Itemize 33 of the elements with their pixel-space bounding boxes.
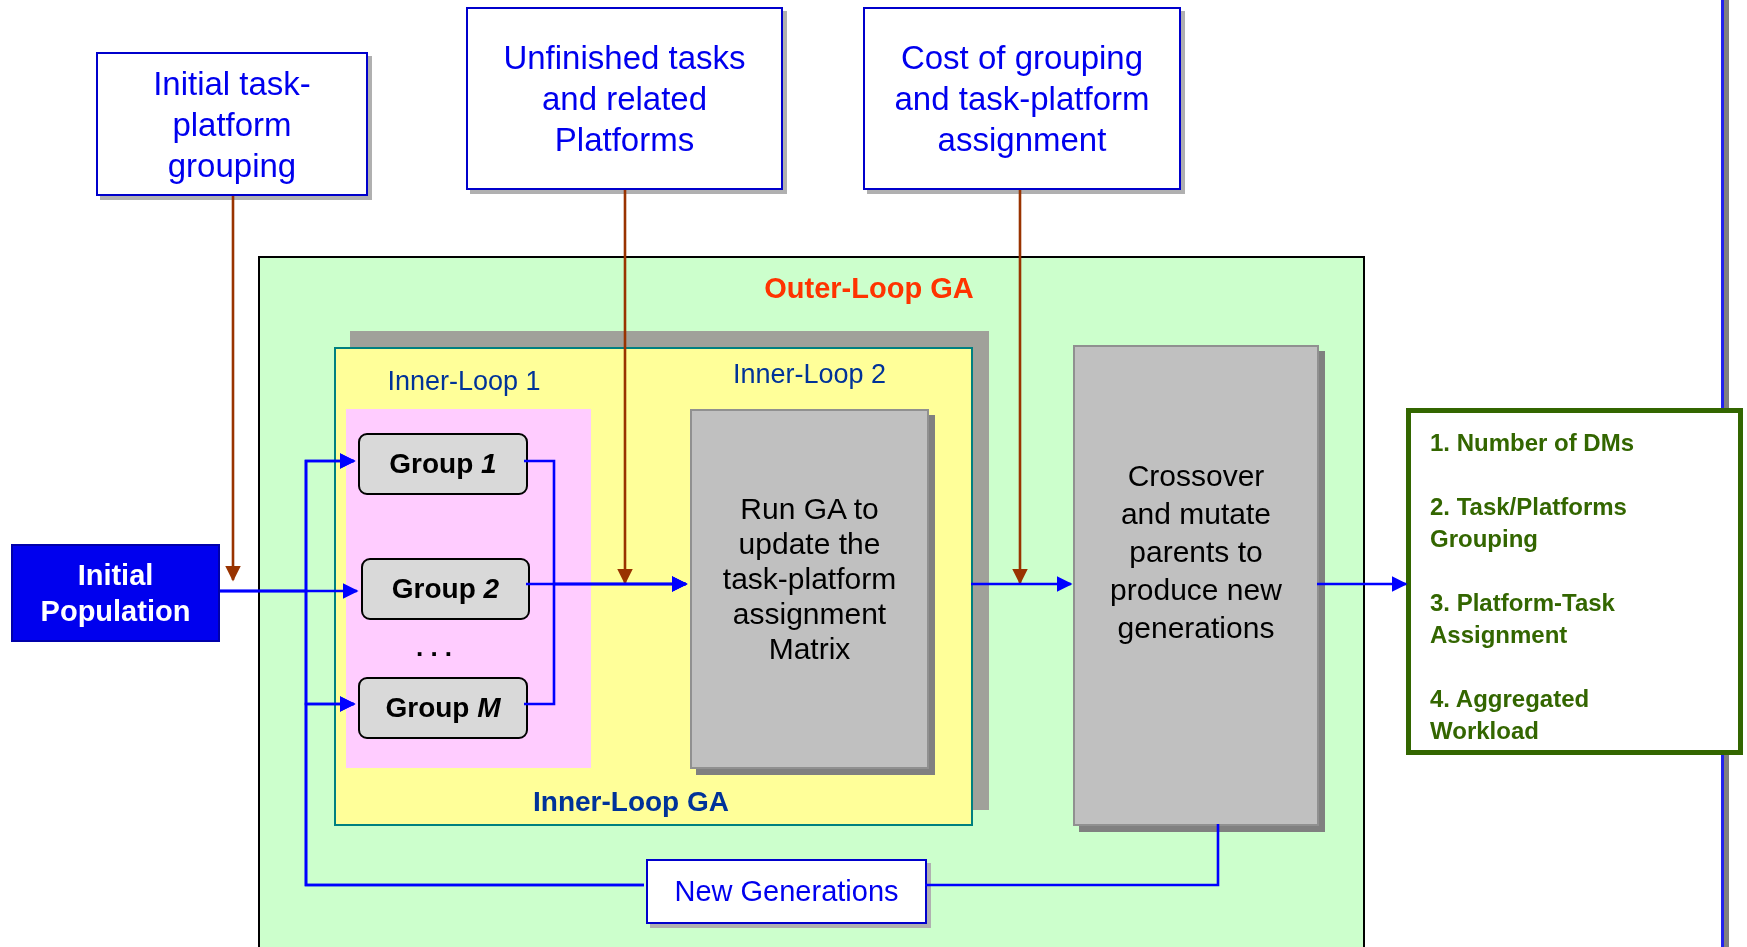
result-item: 1. Number of DMs bbox=[1430, 428, 1636, 458]
panel-heading: Inner-Loop 1 bbox=[386, 366, 542, 397]
result-box bbox=[1406, 408, 1743, 755]
box-text: New Generations bbox=[674, 875, 899, 908]
group-text: Group 2 bbox=[391, 573, 500, 605]
connector-line bbox=[925, 824, 1220, 887]
arrow bbox=[1317, 576, 1408, 592]
panel-heading: Inner-Loop 2 bbox=[731, 359, 888, 390]
panel-heading: Outer-Loop GA bbox=[763, 272, 975, 305]
arrow bbox=[971, 576, 1073, 592]
process-text: Run GA to update the task-platform assignment Matrix bbox=[721, 491, 898, 666]
group-text: Group 1 bbox=[389, 448, 497, 480]
result-item: 3. Platform-Task Assignment bbox=[1430, 588, 1616, 650]
input-text: Cost of grouping and task-platform assignment bbox=[893, 38, 1151, 160]
result-item: 2. Task/Platforms Grouping bbox=[1430, 492, 1628, 554]
outer-loop-panel bbox=[258, 256, 1365, 947]
start-text: Initial Population bbox=[39, 558, 192, 629]
input-text: Unfinished tasks and related Platforms bbox=[502, 38, 747, 160]
group-box bbox=[358, 677, 528, 739]
group-box bbox=[361, 558, 530, 620]
group-box bbox=[358, 433, 528, 495]
panel-heading: Inner-Loop GA bbox=[532, 786, 730, 818]
ellipsis-text: . . . bbox=[414, 632, 454, 663]
process-text: Crossover and mutate parents to produce new generations bbox=[1109, 458, 1283, 646]
start-box bbox=[11, 544, 220, 642]
arrow bbox=[304, 696, 644, 887]
result-item: 4. Aggregated Workload bbox=[1430, 684, 1591, 746]
arrow bbox=[1012, 190, 1028, 585]
arrow bbox=[524, 576, 688, 706]
group-text: Group M bbox=[385, 692, 501, 724]
arrow bbox=[617, 190, 633, 585]
input-text: Initial task-platform grouping bbox=[152, 63, 312, 186]
arrow bbox=[225, 196, 241, 582]
